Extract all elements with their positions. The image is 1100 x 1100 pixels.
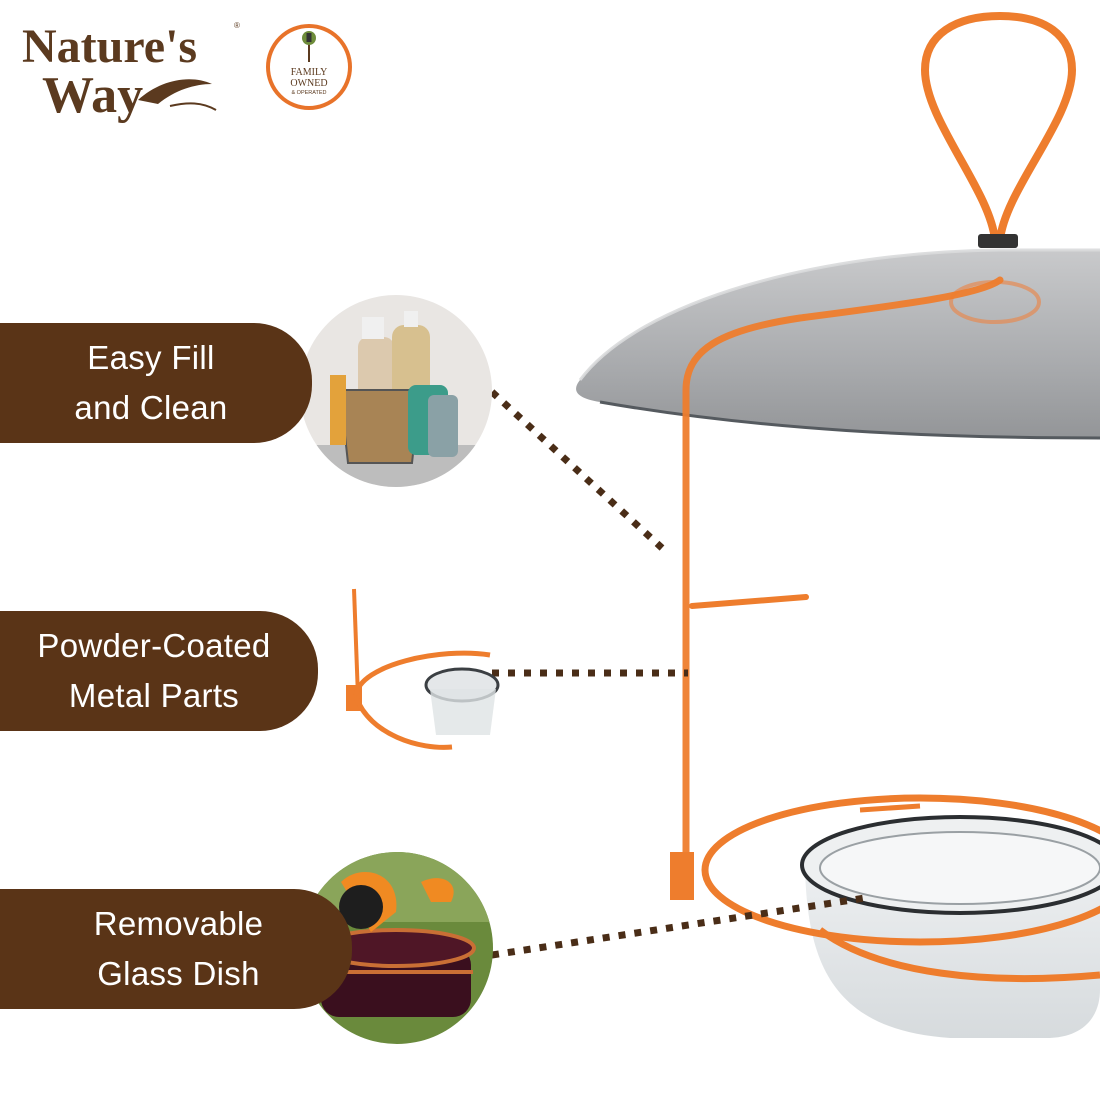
feature-label-line: Powder-Coated (37, 627, 271, 664)
feature-label-removable-dish: Removable Glass Dish (0, 889, 352, 1009)
hanging-loop (920, 11, 1077, 244)
svg-text:®: ® (234, 21, 240, 30)
loop-clip (978, 234, 1018, 248)
badge-line-1: FAMILY (291, 67, 328, 78)
family-owned-badge: FAMILY OWNED & OPERATED (266, 24, 352, 110)
feature-label-easy-fill: Easy Fill and Clean (0, 323, 312, 443)
feature-label-powder-coated: Powder-Coated Metal Parts (0, 611, 318, 731)
feature-label-line: Metal Parts (68, 677, 240, 714)
badge-line-2: OWNED (290, 78, 327, 89)
svg-text:Way: Way (42, 67, 143, 124)
leader-fill (489, 389, 665, 551)
feature-label-line: Glass Dish (97, 955, 260, 992)
feature-label-line: Easy Fill (87, 339, 215, 376)
leader-glass (491, 894, 866, 959)
metal-parts-closeup (346, 588, 500, 750)
natures-way-logo: Nature's Way ® (22, 20, 240, 124)
svg-text:Nature's: Nature's (22, 20, 197, 73)
perch-rod (689, 594, 809, 609)
cleaning-supplies-photo (300, 295, 492, 487)
feature-label-line: and Clean (74, 389, 228, 426)
dome-baffle (576, 250, 1100, 438)
badge-line-3: & OPERATED (291, 90, 326, 96)
glass-dish (805, 870, 1100, 1038)
feature-label-line: Removable (93, 905, 264, 942)
tree-icon (302, 31, 316, 62)
